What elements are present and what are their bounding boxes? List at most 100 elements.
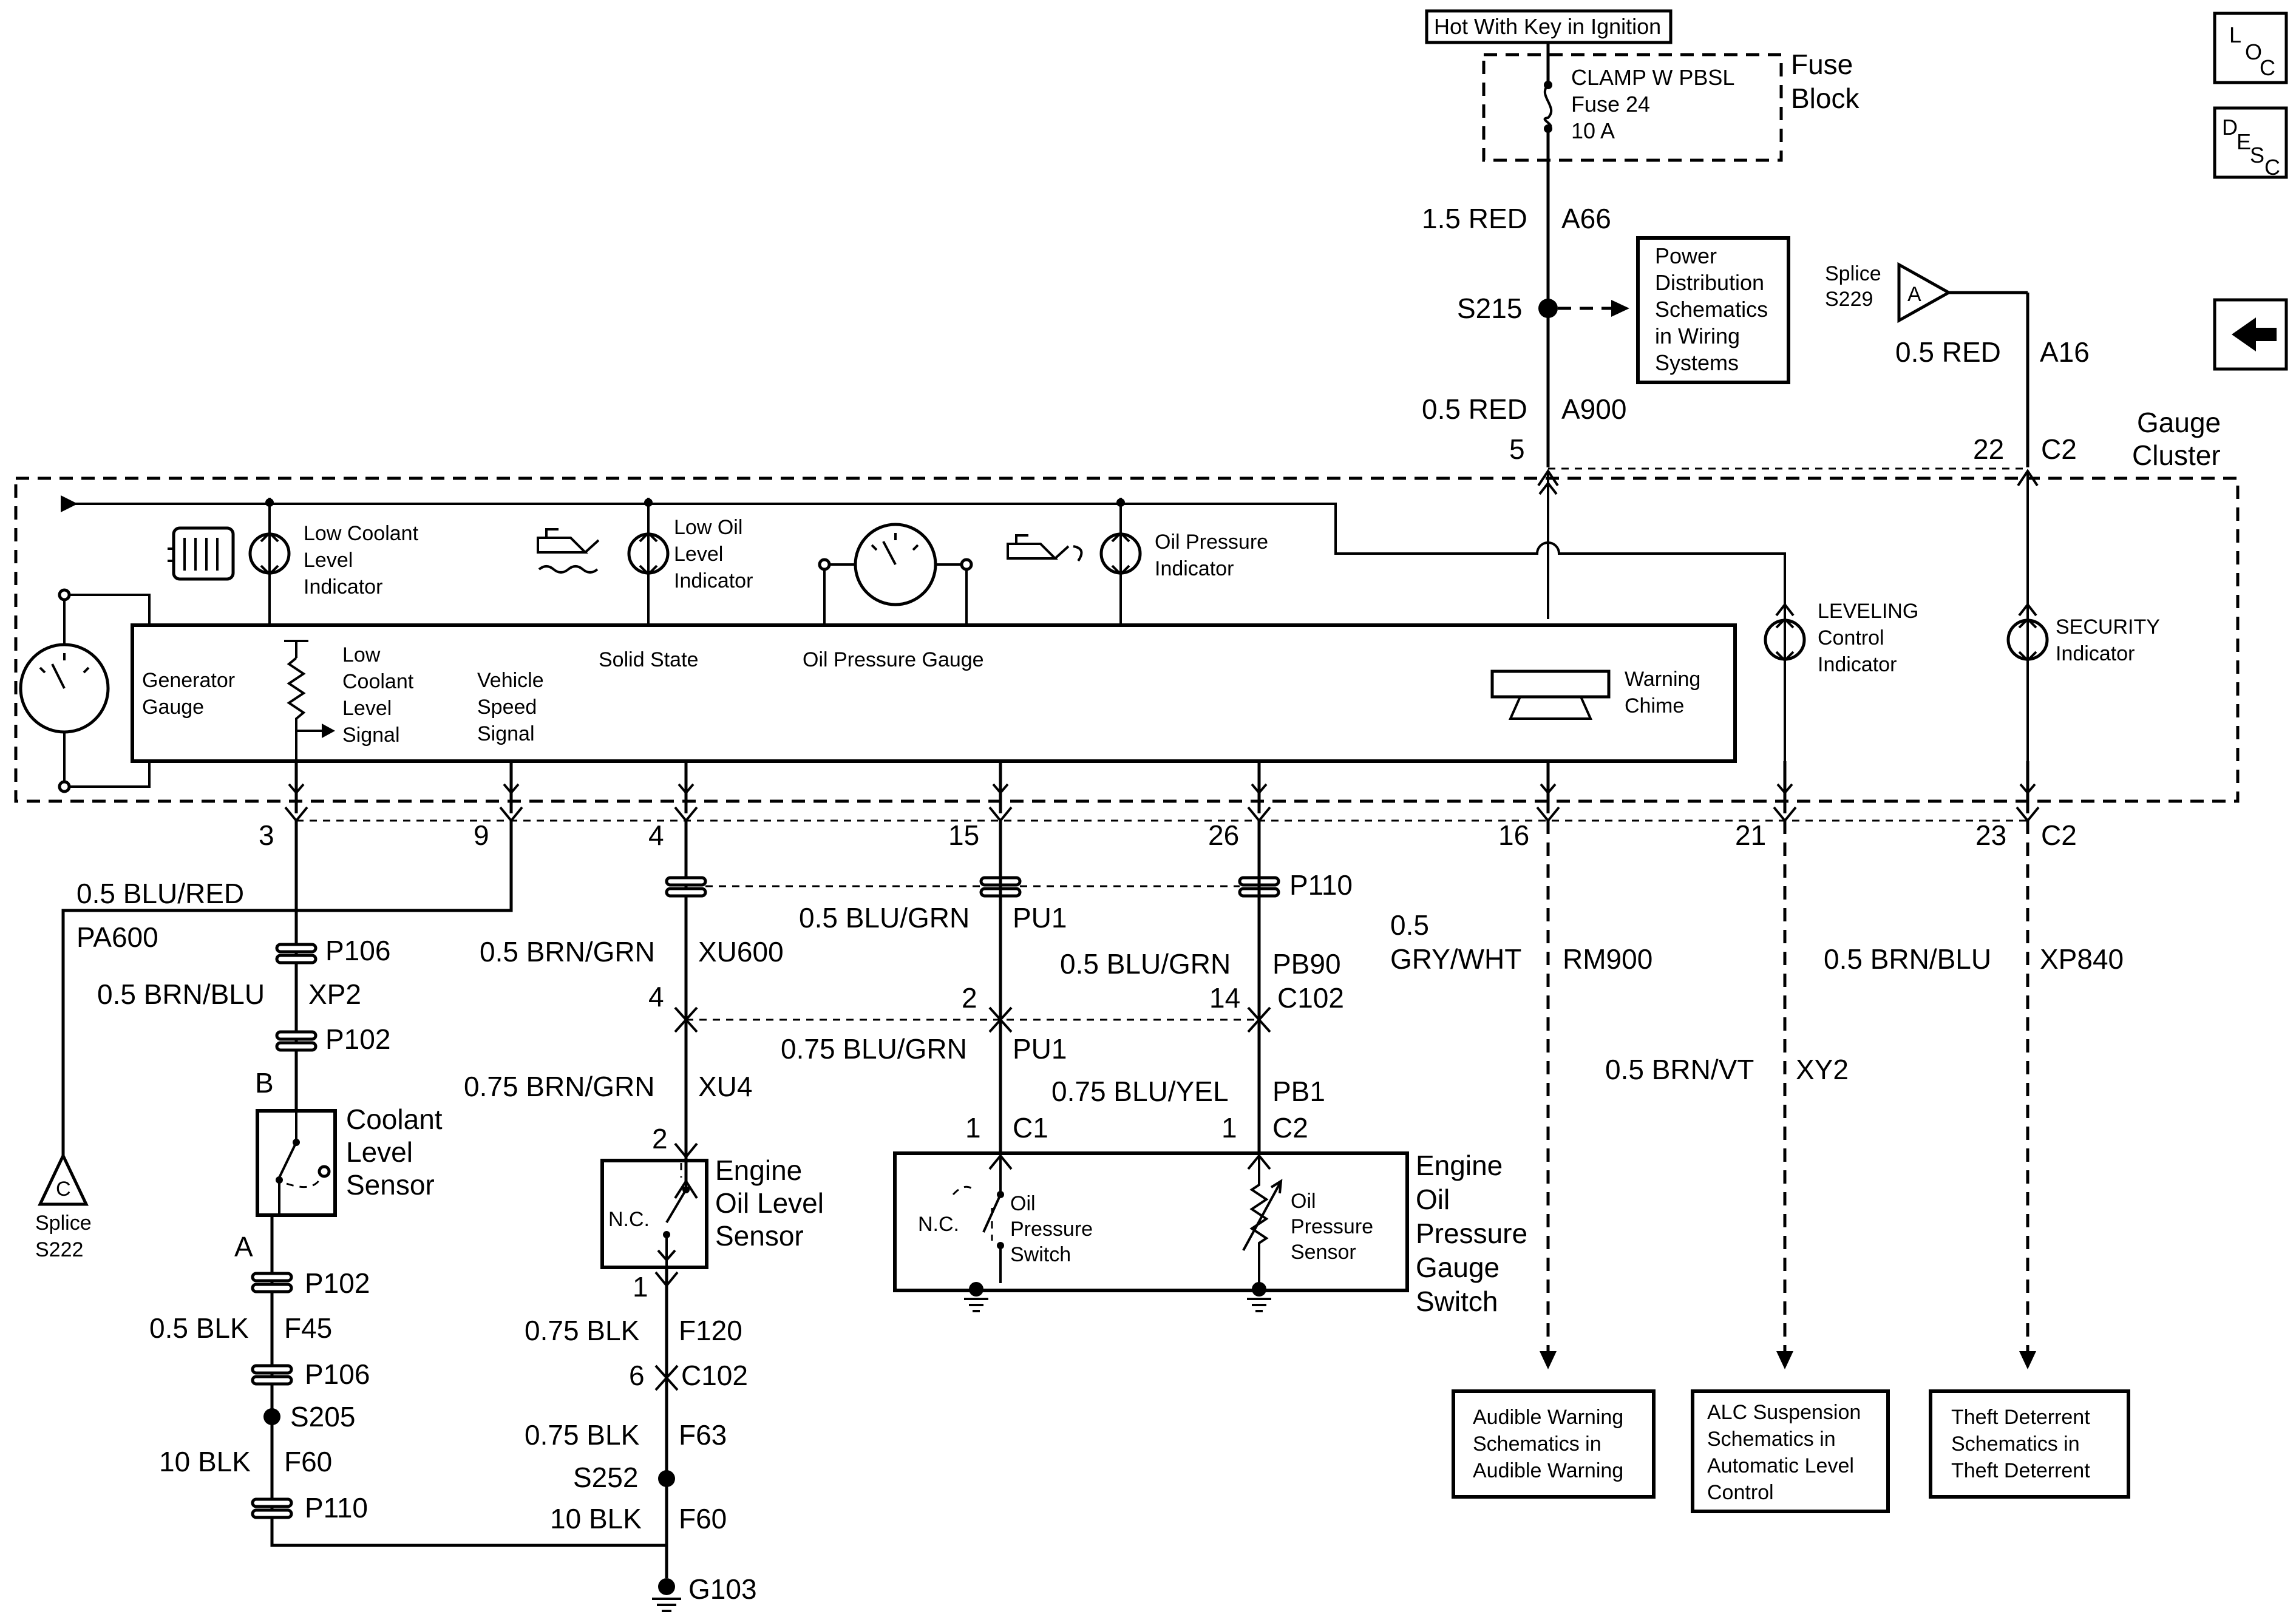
engine-oil-assembly-line-5: Switch (1416, 1286, 1498, 1317)
oil-pressure-sensor-line-2: Pressure (1291, 1215, 1373, 1238)
circuit-f60-right-label: F60 (679, 1503, 727, 1534)
security-indicator-line-2: Indicator (2056, 642, 2135, 665)
wire-brn-blu-label: 0.5 BRN/BLU (97, 978, 265, 1010)
connector-p106-bottom (251, 1364, 293, 1386)
theft-deterrent-link[interactable]: Theft Deterrent Schematics in Theft Dete… (1929, 1389, 2130, 1499)
low-coolant-indicator-line-1: Low Coolant (304, 522, 419, 545)
splice-s229-label-1: Splice (1825, 262, 1881, 285)
ground-g103-icon (652, 1578, 681, 1612)
desc-button[interactable]: D E S C (2213, 106, 2288, 180)
pin-3-label: 3 (259, 819, 274, 851)
connector-p106-top-label: P106 (325, 935, 390, 966)
pin-26-label: 26 (1208, 819, 1239, 851)
back-button[interactable] (2213, 298, 2288, 371)
fuse-number: Fuse 24 (1571, 92, 1650, 117)
power-dist-line-2: Distribution (1655, 270, 1764, 295)
ground-sensor-icon (1247, 1282, 1271, 1312)
low-oil-indicator-line-3: Indicator (674, 569, 753, 592)
power-distribution-link[interactable]: Power Distribution Schematics in Wiring … (1636, 236, 1790, 384)
oil-pressure-indicator-lamp (1099, 531, 1142, 576)
wire-pb90-color-label: 0.5 BLU/GRN (1060, 948, 1231, 980)
pin-22-label: 22 (1973, 433, 2004, 465)
wire-brn-blu-right-label: 0.5 BRN/BLU (1824, 943, 1991, 975)
security-indicator-line-1: SECURITY (2056, 615, 2160, 639)
connector-p106-top (275, 943, 318, 964)
oil-can-icon (537, 528, 600, 574)
pin-14-label: 14 (1209, 982, 1240, 1014)
oil-level-sensor-line-1: Engine (715, 1154, 802, 1186)
chime-icon (1490, 670, 1611, 720)
leveling-indicator-line-3: Indicator (1818, 653, 1897, 676)
circuit-pu1-b-label: PU1 (1013, 1033, 1067, 1065)
power-dist-line-3: Schematics (1655, 297, 1768, 322)
arrow-right-icon (1611, 300, 1629, 317)
arrow-left-icon (2232, 317, 2277, 351)
cluster-module (131, 623, 1737, 763)
loc-button[interactable]: L O C (2213, 12, 2288, 84)
wire-pa600 (61, 909, 296, 1156)
generator-gauge-line-2: Gauge (142, 696, 204, 719)
connector-p110-bottom-label: P110 (305, 1492, 368, 1524)
connector-p110-upper-1 (665, 876, 707, 898)
oil-pressure-nc-label: N.C. (918, 1213, 959, 1236)
theft-deterrent-line-2: Schematics in (1951, 1432, 2080, 1456)
pin-1-c2-label: 1 (1221, 1112, 1237, 1144)
pin-5-label: 5 (1509, 433, 1525, 465)
ground-switch-icon (964, 1282, 988, 1312)
coolant-sensor-line-1: Coolant (346, 1103, 443, 1135)
oil-pressure-gauge-label: Oil Pressure Gauge (803, 648, 984, 671)
connector-c2-sensor-label: C2 (1272, 1112, 1308, 1144)
solid-state-label: Solid State (599, 648, 698, 671)
splice-s252-dot (658, 1470, 675, 1487)
splice-s252-label: S252 (573, 1462, 638, 1493)
pin-4-c102-label: 4 (648, 981, 664, 1012)
splice-s215-label: S215 (1457, 293, 1522, 324)
generator-gauge-dial (19, 588, 151, 793)
wire-075-blk-b-label: 0.75 BLK (525, 1419, 640, 1451)
oil-can-icon-2 (1007, 534, 1083, 562)
engine-oil-pressure-gauge-switch (893, 1151, 1409, 1292)
audible-warning-line-3: Audible Warning (1473, 1459, 1623, 1482)
low-oil-indicator-line-2: Level (674, 543, 723, 566)
engine-oil-level-sensor (600, 1157, 708, 1269)
security-indicator-lamp (2006, 617, 2049, 662)
low-coolant-signal-line-1: Low (342, 643, 381, 666)
alc-suspension-line-3: Automatic Level (1707, 1454, 1854, 1477)
splice-s222 (38, 1152, 89, 1206)
pin-4-label: 4 (648, 819, 664, 851)
connector-c2-top: C2 (2041, 433, 2077, 465)
wire-075-brn-grn-label: 0.75 BRN/GRN (464, 1071, 654, 1102)
warning-chime-line-2: Chime (1625, 694, 1684, 717)
wire-blk-label: 0.5 BLK (149, 1312, 249, 1344)
gauge-cluster-title-1: Gauge (2137, 407, 2221, 438)
connector-c102-lower: C102 (681, 1360, 748, 1391)
engine-oil-assembly-line-2: Oil (1416, 1184, 1450, 1215)
audible-warning-link[interactable]: Audible Warning Schematics in Audible Wa… (1452, 1389, 1656, 1499)
desc-button-letter-e: E (2237, 129, 2251, 154)
gauge-cluster-title-2: Cluster (2132, 439, 2221, 471)
pin-15-label: 15 (948, 819, 979, 851)
alc-suspension-line-1: ALC Suspension (1707, 1401, 1861, 1424)
connector-c102-right-label: C102 (1277, 982, 1344, 1014)
circuit-pb1-label: PB1 (1272, 1076, 1325, 1107)
oil-level-sensor-line-2: Oil Level (715, 1187, 824, 1219)
oil-pressure-sensor-line-3: Sensor (1291, 1241, 1356, 1264)
fuse-icon (1543, 84, 1553, 130)
splice-s229-letter: A (1907, 283, 1921, 306)
desc-button-letter-d: D (2222, 115, 2238, 140)
coolant-sensor-line-2: Level (346, 1136, 413, 1168)
wire-a900-color: 0.5 RED (1422, 393, 1527, 425)
connector-p110-label: P110 (1289, 869, 1353, 901)
gauge-cluster-boundary (14, 476, 2240, 803)
oil-level-sensor-line-3: Sensor (715, 1220, 804, 1252)
alc-suspension-link[interactable]: ALC Suspension Schematics in Automatic L… (1691, 1389, 1890, 1513)
circuit-f120-label: F120 (679, 1315, 742, 1346)
loc-button-letter-l: L (2229, 22, 2241, 47)
fuse-name: CLAMP W PBSL (1571, 65, 1734, 90)
wire-075-blk-a-label: 0.75 BLK (525, 1315, 640, 1346)
theft-deterrent-line-3: Theft Deterrent (1951, 1459, 2090, 1482)
oil-pressure-switch-line-1: Oil (1010, 1192, 1036, 1215)
wire-a16-color: 0.5 RED (1895, 336, 2001, 368)
splice-s229-label-2: S229 (1825, 288, 1873, 311)
